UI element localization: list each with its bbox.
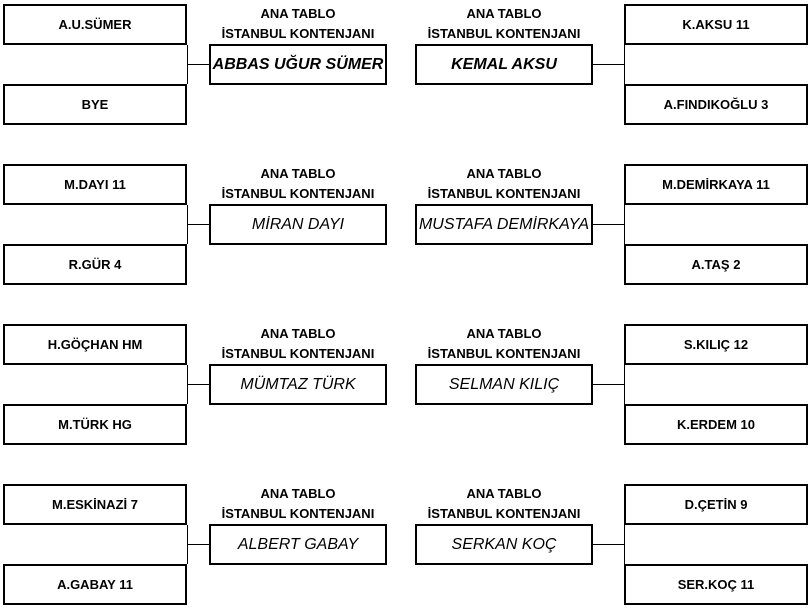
left-winner-box[interactable]: ALBERT GABAY	[209, 524, 387, 565]
right-winner-box[interactable]: SERKAN KOÇ	[415, 524, 593, 565]
right-caption: ANA TABLO İSTANBUL KONTENJANI	[404, 484, 604, 524]
left-winner-box[interactable]: MÜMTAZ TÜRK	[209, 364, 387, 405]
caption-line-2: İSTANBUL KONTENJANI	[427, 346, 581, 361]
connector-line	[593, 64, 624, 65]
right-winner-box[interactable]: SELMAN KILIÇ	[415, 364, 593, 405]
connector-line	[624, 525, 625, 564]
caption-line-1: ANA TABLO	[260, 326, 336, 341]
connector-line	[593, 544, 624, 545]
right-winner-box[interactable]: MUSTAFA DEMİRKAYA	[415, 204, 593, 245]
left-caption: ANA TABLO İSTANBUL KONTENJANI	[198, 164, 398, 204]
left-player-bottom[interactable]: A.GABAY 11	[3, 564, 187, 605]
caption-line-1: ANA TABLO	[466, 326, 542, 341]
caption-line-2: İSTANBUL KONTENJANI	[427, 186, 581, 201]
left-player-top[interactable]: M.ESKİNAZİ 7	[3, 484, 187, 525]
left-player-top[interactable]: H.GÖÇHAN HM	[3, 324, 187, 365]
left-caption: ANA TABLO İSTANBUL KONTENJANI	[198, 484, 398, 524]
caption-line-1: ANA TABLO	[466, 6, 542, 21]
left-player-bottom[interactable]: R.GÜR 4	[3, 244, 187, 285]
right-player-top[interactable]: D.ÇETİN 9	[624, 484, 808, 525]
caption-line-2: İSTANBUL KONTENJANI	[427, 506, 581, 521]
caption-line-1: ANA TABLO	[260, 486, 336, 501]
connector-line	[593, 224, 624, 225]
left-player-top[interactable]: A.U.SÜMER	[3, 4, 187, 45]
connector-line	[187, 64, 209, 65]
right-player-bottom[interactable]: A.TAŞ 2	[624, 244, 808, 285]
right-player-top[interactable]: S.KILIÇ 12	[624, 324, 808, 365]
right-player-top[interactable]: M.DEMİRKAYA 11	[624, 164, 808, 205]
connector-line	[624, 365, 625, 404]
caption-line-2: İSTANBUL KONTENJANI	[427, 26, 581, 41]
connector-line	[624, 205, 625, 244]
connector-line	[187, 544, 209, 545]
left-player-bottom[interactable]: BYE	[3, 84, 187, 125]
caption-line-1: ANA TABLO	[466, 166, 542, 181]
connector-line	[624, 45, 625, 84]
caption-line-2: İSTANBUL KONTENJANI	[221, 506, 375, 521]
caption-line-1: ANA TABLO	[466, 486, 542, 501]
connector-line	[593, 384, 624, 385]
right-caption: ANA TABLO İSTANBUL KONTENJANI	[404, 324, 604, 364]
caption-line-2: İSTANBUL KONTENJANI	[221, 186, 375, 201]
left-caption: ANA TABLO İSTANBUL KONTENJANI	[198, 324, 398, 364]
caption-line-1: ANA TABLO	[260, 6, 336, 21]
right-caption: ANA TABLO İSTANBUL KONTENJANI	[404, 164, 604, 204]
connector-line	[187, 384, 209, 385]
left-player-bottom[interactable]: M.TÜRK HG	[3, 404, 187, 445]
left-player-top[interactable]: M.DAYI 11	[3, 164, 187, 205]
caption-line-2: İSTANBUL KONTENJANI	[221, 346, 375, 361]
right-player-bottom[interactable]: K.ERDEM 10	[624, 404, 808, 445]
right-caption: ANA TABLO İSTANBUL KONTENJANI	[404, 4, 604, 44]
right-player-top[interactable]: K.AKSU 11	[624, 4, 808, 45]
caption-line-1: ANA TABLO	[260, 166, 336, 181]
left-caption: ANA TABLO İSTANBUL KONTENJANI	[198, 4, 398, 44]
caption-line-2: İSTANBUL KONTENJANI	[221, 26, 375, 41]
right-player-bottom[interactable]: SER.KOÇ 11	[624, 564, 808, 605]
right-player-bottom[interactable]: A.FINDIKOĞLU 3	[624, 84, 808, 125]
left-winner-box[interactable]: ABBAS UĞUR SÜMER	[209, 44, 387, 85]
left-winner-box[interactable]: MİRAN DAYI	[209, 204, 387, 245]
connector-line	[187, 224, 209, 225]
right-winner-box[interactable]: KEMAL AKSU	[415, 44, 593, 85]
